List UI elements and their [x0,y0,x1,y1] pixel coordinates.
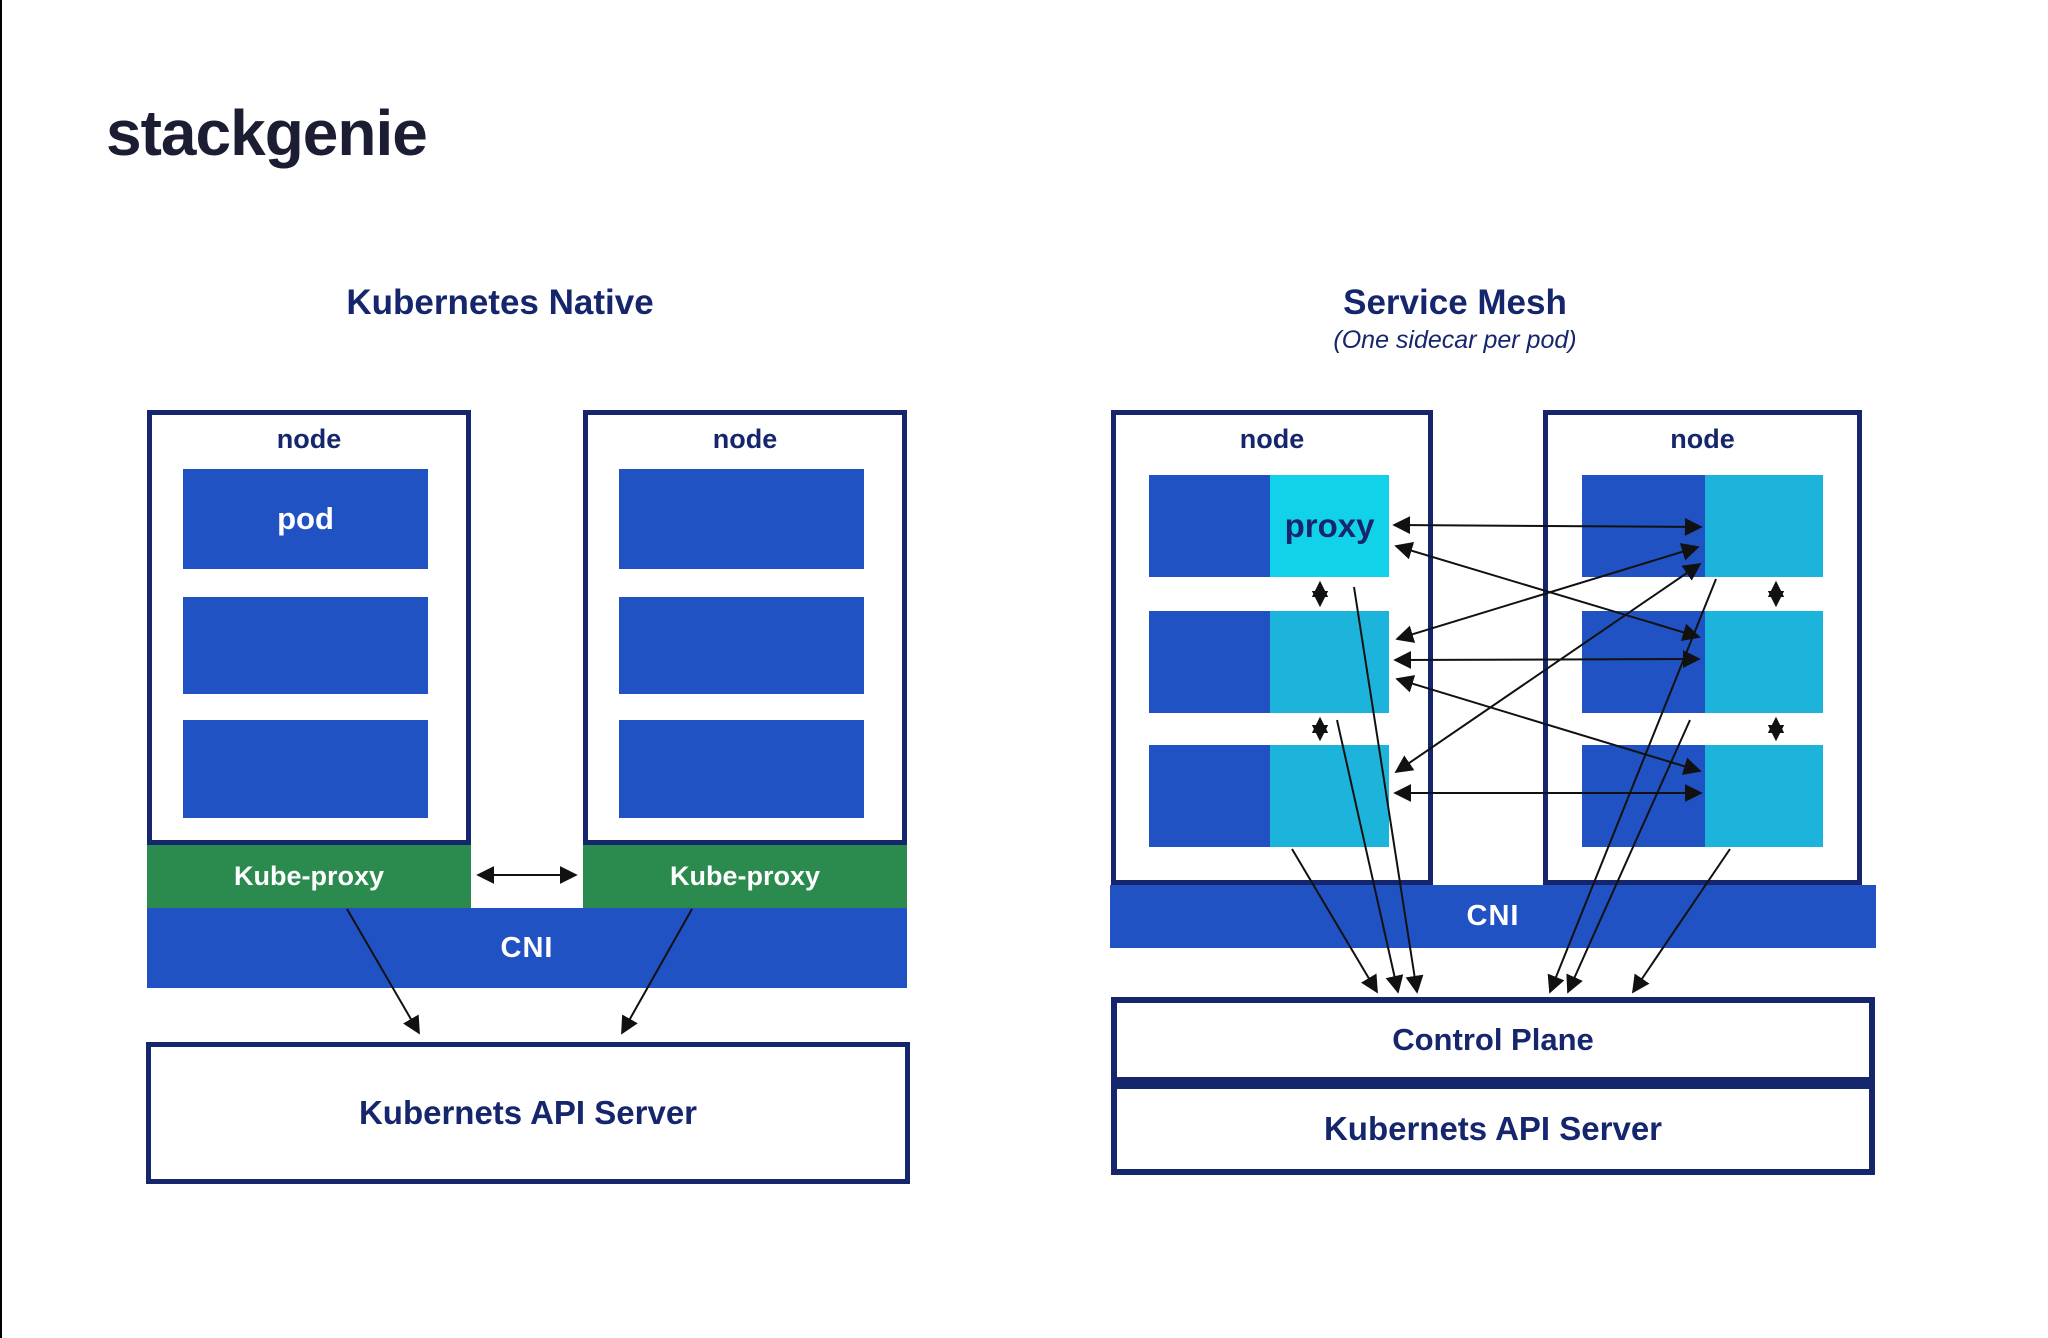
sm-node2-pod2-sidecar [1705,611,1823,713]
kn-node1-kube-proxy-bar: Kube-proxy [147,845,471,908]
sm-node2-pod3 [1582,745,1705,847]
sm-node1-pod1-sidecar: proxy [1270,475,1389,577]
pod-label: pod [277,501,334,536]
kn-node2-pod2 [619,597,864,694]
kn-node1-pod1: pod [183,469,428,569]
service-mesh-title: Service Mesh [1343,283,1567,322]
sm-node2-pod1-sidecar [1705,475,1823,577]
sm-control-plane-box: Control Plane [1111,997,1875,1083]
sm-control-plane-label: Control Plane [1392,1022,1594,1057]
sm-node2-pod1 [1582,475,1705,577]
service-mesh-subtitle: (One sidecar per pod) [1333,326,1577,354]
sm-node2-pod2 [1582,611,1705,713]
proxy-label: proxy [1284,507,1375,544]
kubernetes-native-title: Kubernetes Native [346,283,654,322]
kn-api-server-label: Kubernets API Server [358,1094,698,1131]
sm-cni-bar: CNI [1110,885,1876,948]
sm-node2-pod3-sidecar [1705,745,1823,847]
kn-node1-label: node [276,424,342,454]
kn-node2-pod3 [619,720,864,818]
sm-node1-pod3-sidecar [1270,745,1389,847]
kn-node1-pod3 [183,720,428,818]
sm-api-server-box: Kubernets API Server [1111,1083,1875,1175]
kn-node2-label: node [712,424,778,454]
sm-api-server-label: Kubernets API Server [1323,1110,1663,1147]
stackgenie-logo: stackgenie [106,97,428,169]
sm-node1-pod1 [1149,475,1270,577]
kn-node2-pod1 [619,469,864,569]
kn-node1-pod2 [183,597,428,694]
sm-node1-pod3 [1149,745,1270,847]
sm-node1-pod2 [1149,611,1270,713]
sm-node2-label: node [1670,424,1735,454]
sm-node1-pod2-sidecar [1270,611,1389,713]
kn-node2-kube-proxy-bar: Kube-proxy [583,845,907,908]
left-edge-bar [0,0,2,1338]
kn-cni-bar: CNI [147,908,907,988]
sm-node1-label: node [1239,424,1305,454]
kn-api-server-box: Kubernets API Server [146,1042,910,1184]
